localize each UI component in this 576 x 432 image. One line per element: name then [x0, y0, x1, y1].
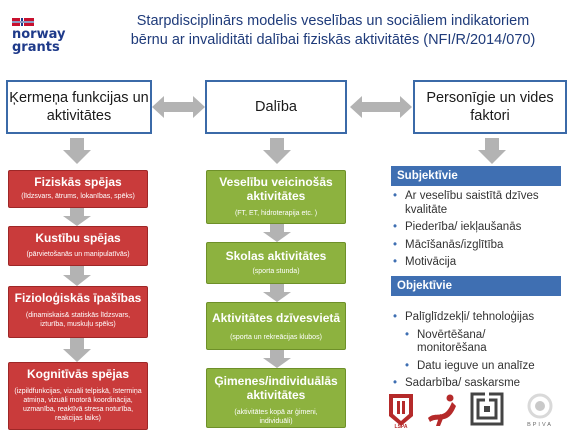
green-box-school-activities: Skolas aktivitātes (sporta stunda): [206, 242, 346, 284]
green-box-title: Ģimenes/individuālās aktivitātes: [214, 374, 338, 402]
objective-list: Palīglīdzekļi/ tehnoloģijas Novērtēšana/…: [391, 311, 569, 395]
lspa-logo: LSPA: [386, 392, 416, 430]
runner-logo-icon: [428, 394, 456, 426]
green-box-sub: (sporta un rekreācijas klubos): [230, 334, 322, 341]
header-participation-label: Dalība: [255, 99, 297, 115]
norway-grants-logo: norway grants: [12, 14, 82, 54]
list-item: Sadarbība/ saskarsme: [391, 377, 569, 391]
green-box-health-activities: Veselību veicinošās aktivitātes (FT, ET,…: [206, 170, 346, 224]
page-title: Starpdisciplinārs modelis veselības un s…: [108, 12, 558, 50]
green-box-community-activities: Aktivitātes dzīvesvietā (sporta un rekre…: [206, 302, 346, 350]
green-box-sub: (aktivitātes kopā ar ģimeni, individuāli…: [234, 409, 318, 425]
header-participation: Dalība: [205, 80, 347, 134]
list-item: Palīglīdzekļi/ tehnoloģijas: [391, 311, 569, 325]
red-box-motor-skills: Kustību spējas (pārvietošanās un manipul…: [8, 226, 148, 266]
green-box-sub: (sporta stunda): [252, 268, 300, 275]
bpiva-logo: BPIVA: [516, 392, 564, 428]
list-item: Motivācija: [391, 256, 569, 270]
red-box-title: Kognitīvās spējas: [26, 367, 130, 381]
red-box-cognitive: Kognitīvās spējas (izpildfunkcijas, vizu…: [8, 362, 148, 430]
red-box-title: Fizioloģiskās īpašības: [14, 291, 142, 305]
red-box-title: Kustību spējas: [35, 231, 121, 245]
down-arrow-left-icon: [63, 138, 91, 164]
red-box-physical-abilities: Fiziskās spējas (līdzsvars, ātrums, loka…: [8, 170, 148, 208]
list-item: Mācīšanās/izglītība: [391, 239, 569, 253]
objective-header: Objektīvie: [391, 276, 561, 296]
red-box-physiological: Fizioloģiskās īpašības (dinamiskais& sta…: [8, 286, 148, 338]
list-item: Ar veselību saistītā dzīves kvalitāte: [391, 190, 569, 217]
square-maze-logo-icon: [470, 392, 504, 426]
header-personal-factors: Personīgie un vides faktori: [413, 80, 567, 134]
down-arrow-green-3-icon: [263, 350, 291, 368]
list-item: Piederība/ iekļaušanās: [391, 221, 569, 235]
header-body-functions: Ķermeņa funkcijas un aktivitātes: [6, 80, 152, 134]
bpiva-label: BPIVA: [527, 422, 553, 428]
green-box-title: Skolas aktivitātes: [225, 249, 327, 263]
lspa-label: LSPA: [394, 424, 408, 430]
logo-line2: grants: [12, 40, 60, 55]
list-subitem: Novērtēšana/ monitorēšana: [391, 329, 523, 356]
double-arrow-left-middle-icon: [152, 96, 205, 118]
green-box-family-activities: Ģimenes/individuālās aktivitātes (aktivi…: [206, 368, 346, 428]
red-box-sub: (līdzsvars, ātrums, lokanības, spēks): [21, 193, 135, 200]
title-line1: Starpdisciplinārs modelis veselības un s…: [136, 13, 530, 29]
down-arrow-red-1-icon: [63, 208, 91, 226]
flag-stripe-icon: [12, 18, 34, 26]
title-line2: bērnu ar invaliditāti dalībai fiziskās a…: [130, 32, 536, 48]
list-subitem: Datu ieguve un analīze: [391, 360, 569, 374]
double-arrow-middle-right-icon: [350, 96, 412, 118]
down-arrow-green-1-icon: [263, 224, 291, 242]
red-box-sub: (pārvietošanās un manipulatīvās): [26, 251, 130, 258]
subjective-header: Subjektīvie: [391, 166, 561, 186]
down-arrow-red-3-icon: [63, 338, 91, 362]
logo-line1: norway: [12, 27, 66, 42]
down-arrow-red-2-icon: [63, 266, 91, 286]
green-box-title: Veselību veicinošās aktivitātes: [219, 175, 333, 203]
down-arrow-right-icon: [478, 138, 506, 164]
down-arrow-green-2-icon: [263, 284, 291, 302]
green-box-title: Aktivitātes dzīvesvietā: [211, 311, 341, 325]
header-body-functions-label: Ķermeņa funkcijas un aktivitātes: [9, 90, 149, 124]
red-box-sub: (izpildfunkcijas, vizuāli telpiskā, īste…: [14, 388, 142, 422]
subjective-list: Ar veselību saistītā dzīves kvalitāte Pi…: [391, 190, 569, 274]
red-box-title: Fiziskās spējas: [34, 175, 122, 189]
green-box-sub: (FT, ET, hidroterapija etc. ): [234, 210, 318, 217]
header-personal-factors-label: Personīgie un vides faktori: [426, 90, 554, 124]
red-box-sub: (dinamiskais& statiskās līdzsvars, iztur…: [25, 312, 131, 328]
down-arrow-middle-icon: [263, 138, 291, 164]
